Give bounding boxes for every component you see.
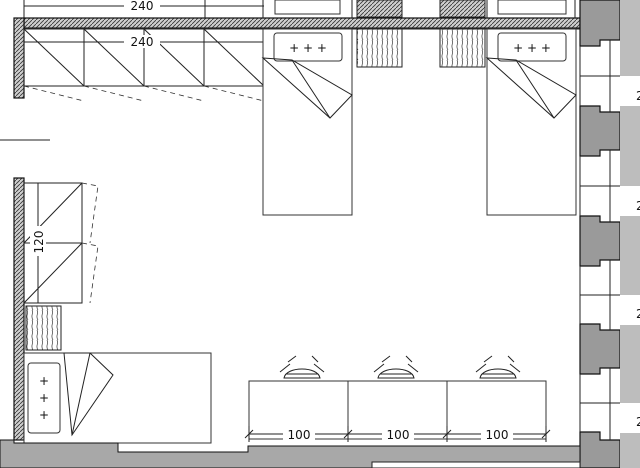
pillar-3 (579, 215, 621, 267)
dimension-label-desk-b: 100 (387, 428, 410, 442)
nightstand-right (439, 28, 486, 68)
dimension-label-side: 120 (32, 231, 46, 254)
pillow-mark-v-1: + (39, 374, 49, 388)
window-label-3: 2 (636, 307, 640, 321)
nightstand-side (25, 305, 62, 351)
pillow-mark-v-2: + (39, 391, 49, 405)
pillow-marks-bed-1: + + + (289, 41, 327, 55)
top-wall (23, 17, 581, 29)
window-label-2: 2 (636, 199, 640, 213)
pillar-4 (579, 323, 621, 375)
top-nightstand-fragment-right (439, 0, 486, 18)
pillow-mark-v-3: + (39, 408, 49, 422)
bed-top-left: + + + (261, 28, 353, 216)
bed-bottom-left: + + + (23, 352, 212, 444)
bottom-wall (0, 439, 581, 468)
top-bed-fragment-left (274, 0, 341, 15)
right-wall (579, 0, 640, 468)
top-nightstand-fragment-left (356, 0, 403, 18)
window-label-1: 2 (636, 89, 640, 103)
top-bed-fragment-right (497, 0, 567, 15)
chair-1 (279, 355, 325, 379)
nightstand-left (356, 28, 403, 68)
bottom-right-opening (371, 461, 581, 468)
dimension-label-desk-a: 100 (288, 428, 311, 442)
chair-3 (475, 355, 521, 379)
window-label-4: 2 (636, 415, 640, 429)
pillar-2 (579, 105, 621, 157)
dimension-label-desk-c: 100 (486, 428, 509, 442)
dimension-label-top-a: 240 (131, 0, 154, 13)
bed-top-right: + + + (485, 28, 577, 216)
chair-2 (373, 355, 419, 379)
left-wall-lower (13, 177, 25, 441)
dimension-label-top-b: 240 (131, 35, 154, 49)
pillar-top (579, 0, 621, 47)
pillar-bottom (579, 431, 621, 468)
left-wall-upper (13, 17, 25, 99)
pillow-marks-bed-2: + + + (513, 41, 551, 55)
